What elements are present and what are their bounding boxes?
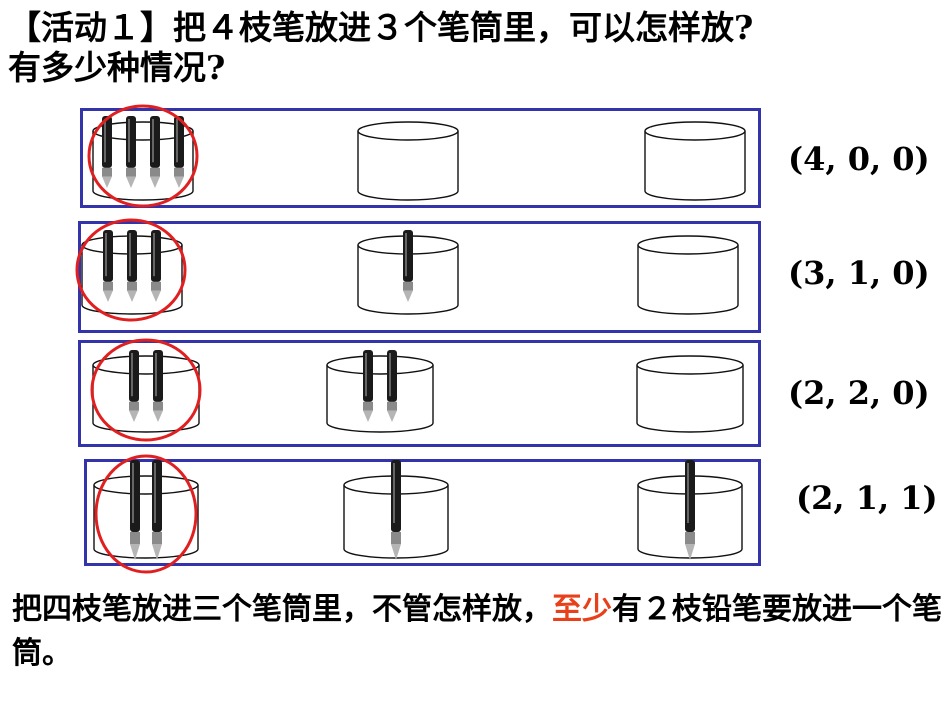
row-label-2: (3, 1, 0) <box>788 254 930 292</box>
activity-title: 【活动１】把４枝笔放进３个笔筒里，可以怎样放? 有多少种情况? <box>8 8 948 88</box>
highlight-circle-row3 <box>90 338 202 442</box>
highlight-circle-row1 <box>87 104 199 208</box>
pen-row3-cup1-2 <box>153 350 163 422</box>
pen-row4-cup2-1 <box>391 460 401 560</box>
row-box-2 <box>78 221 761 333</box>
conclusion-after: 有２枝铅笔要放进一个笔筒。 <box>12 592 942 671</box>
pen-row2-cup1-1 <box>103 230 113 302</box>
pen-row2-cup2-1 <box>403 230 413 302</box>
pen-row1-cup1-4 <box>174 116 184 188</box>
highlight-circle-row2 <box>75 218 187 322</box>
pen-cup-row2-3 <box>637 235 739 315</box>
pen-cup-row1-2 <box>357 121 459 201</box>
row-label-3: (2, 2, 0) <box>788 374 930 412</box>
title-line-2: 有多少种情况? <box>8 48 226 87</box>
pen-cup-row3-2 <box>326 355 434 433</box>
pen-row1-cup1-2 <box>126 116 136 188</box>
conclusion-highlight: 至少 <box>552 592 612 627</box>
pen-row4-cup1-2 <box>152 460 162 560</box>
pen-row2-cup1-2 <box>127 230 137 302</box>
title-line-1: 【活动１】把４枝笔放进３个笔筒里，可以怎样放? <box>8 8 754 47</box>
pen-row1-cup1-3 <box>150 116 160 188</box>
conclusion-before: 把四枝笔放进三个笔筒里，不管怎样放， <box>12 592 552 627</box>
pen-cup-row3-3 <box>636 355 744 433</box>
highlight-circle-row4 <box>94 454 198 574</box>
conclusion-text: 把四枝笔放进三个笔筒里，不管怎样放，至少有２枝铅笔要放进一个笔筒。 <box>12 588 942 676</box>
row-label-4: (2, 1, 1) <box>796 479 938 517</box>
row-box-4 <box>84 459 761 566</box>
row-label-1: (4, 0, 0) <box>788 140 930 178</box>
pen-cup-row1-1 <box>92 121 194 201</box>
pen-row3-cup1-1 <box>129 350 139 422</box>
pen-row4-cup3-1 <box>685 460 695 560</box>
row-box-1 <box>80 108 761 208</box>
pen-row4-cup1-1 <box>130 460 140 560</box>
pen-row3-cup2-2 <box>387 350 397 422</box>
pen-cup-row1-3 <box>644 121 746 201</box>
pen-cup-row4-1 <box>93 475 199 559</box>
pen-row3-cup2-1 <box>363 350 373 422</box>
pen-cup-row3-1 <box>92 355 200 433</box>
pen-row2-cup1-3 <box>151 230 161 302</box>
pen-row1-cup1-1 <box>102 116 112 188</box>
row-box-3 <box>78 340 761 447</box>
